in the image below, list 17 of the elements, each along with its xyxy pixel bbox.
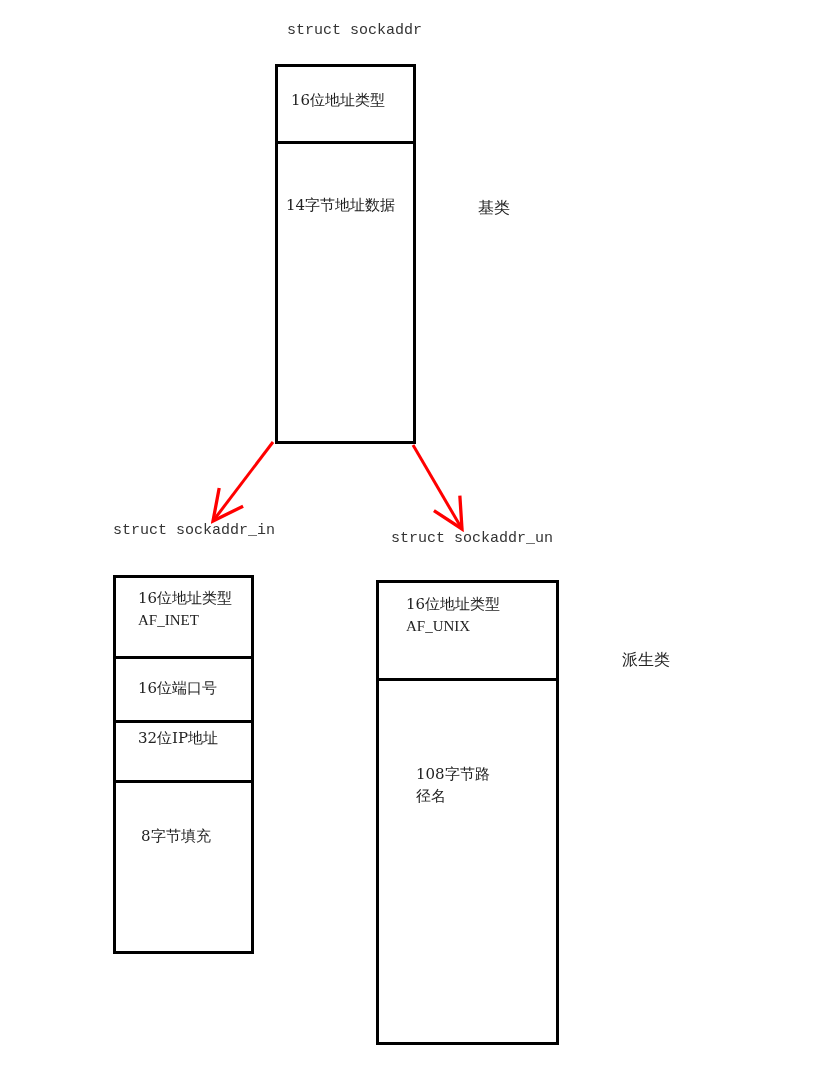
struct-name: struct sockaddr [287,22,423,39]
class-label: 基类 [478,198,510,219]
arrow [411,444,464,531]
field-label: 16位地址类型 [406,594,501,615]
class-label: 派生类 [622,650,670,671]
field-label: 8字节填充 [141,826,211,847]
field-label: AF_UNIX [406,617,471,636]
field-label: 108字节路径名 [416,764,491,807]
field-label: 16位地址类型 [138,588,233,609]
field-label: 16位端口号 [138,678,218,699]
field-label: 14字节地址数据 [286,195,396,216]
arrow [211,441,275,523]
struct-name: struct sockaddr_in [113,522,276,539]
field-label: 32位IP地址 [138,728,219,749]
field-label: 16位地址类型 [291,90,386,111]
struct-name: struct sockaddr_un [391,530,554,547]
field-label: AF_INET [138,611,199,630]
